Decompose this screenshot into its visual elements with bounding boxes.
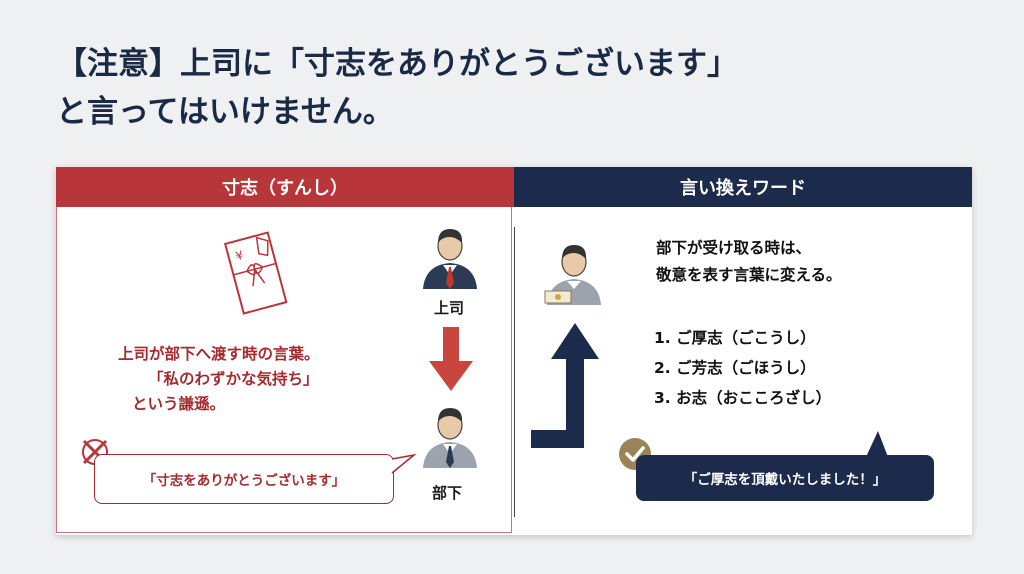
wrong-phrase-bubble: 「寸志をありがとうございます」 — [94, 454, 394, 504]
correct-phrase-text: 「ご厚志を頂戴いたしました！」 — [683, 472, 887, 488]
down-arrow-icon — [429, 327, 473, 391]
bubble-tail — [866, 431, 888, 457]
left-explanation: 上司が部下へ渡す時の言葉。 「私のわずかな気持ち」 という謙遜。 — [118, 342, 320, 417]
page-title: 【注意】上司に「寸志をありがとうございます」 と言ってはいけません。 — [56, 40, 738, 136]
businessman-icon — [423, 229, 477, 289]
subordinate-label: 部下 — [432, 484, 463, 502]
right-panel-header: 言い換えワード — [514, 167, 972, 207]
envelope-yen-symbol: ¥ — [234, 248, 245, 264]
right-explanation-line: 部下が受け取る時は、 — [656, 239, 812, 257]
businessman-icon — [423, 408, 477, 468]
title-line-2: と言ってはいけません。 — [56, 94, 394, 130]
list-item: 1. ご厚志（ごこうし） — [654, 329, 816, 347]
alternatives-list: 1. ご厚志（ごこうし） 2. ご芳志（ごほうし） 3. お志（おこころざし） — [654, 323, 831, 413]
bubble-tail — [391, 453, 417, 474]
left-explanation-line: 上司が部下へ渡す時の言葉。 — [118, 345, 320, 363]
up-arrow-icon — [531, 323, 599, 448]
superior-label: 上司 — [434, 299, 465, 317]
left-explanation-line: 「私のわずかな気持ち」 — [148, 370, 319, 388]
correct-phrase-bubble: 「ご厚志を頂戴いたしました！」 — [636, 455, 934, 501]
wrong-phrase-text: 「寸志をありがとうございます」 — [142, 473, 346, 489]
receiving-businessman-icon — [544, 245, 601, 305]
right-explanation: 部下が受け取る時は、 敬意を表す言葉に変える。 — [656, 235, 842, 289]
left-explanation-line: という謙遜。 — [132, 395, 226, 413]
right-explanation-line: 敬意を表す言葉に変える。 — [656, 266, 842, 284]
envelope-icon: ¥ — [223, 231, 288, 315]
list-item: 2. ご芳志（ごほうし） — [654, 359, 816, 377]
title-line-1: 【注意】上司に「寸志をありがとうございます」 — [56, 46, 738, 82]
left-panel-header: 寸志（すんし） — [56, 167, 514, 207]
list-item: 3. お志（おこころざし） — [654, 389, 832, 407]
panel-divider — [514, 227, 515, 517]
left-panel-body — [56, 207, 512, 533]
comparison-panel: 寸志（すんし） 言い換えワード ¥ 上司 部下 — [56, 167, 972, 535]
